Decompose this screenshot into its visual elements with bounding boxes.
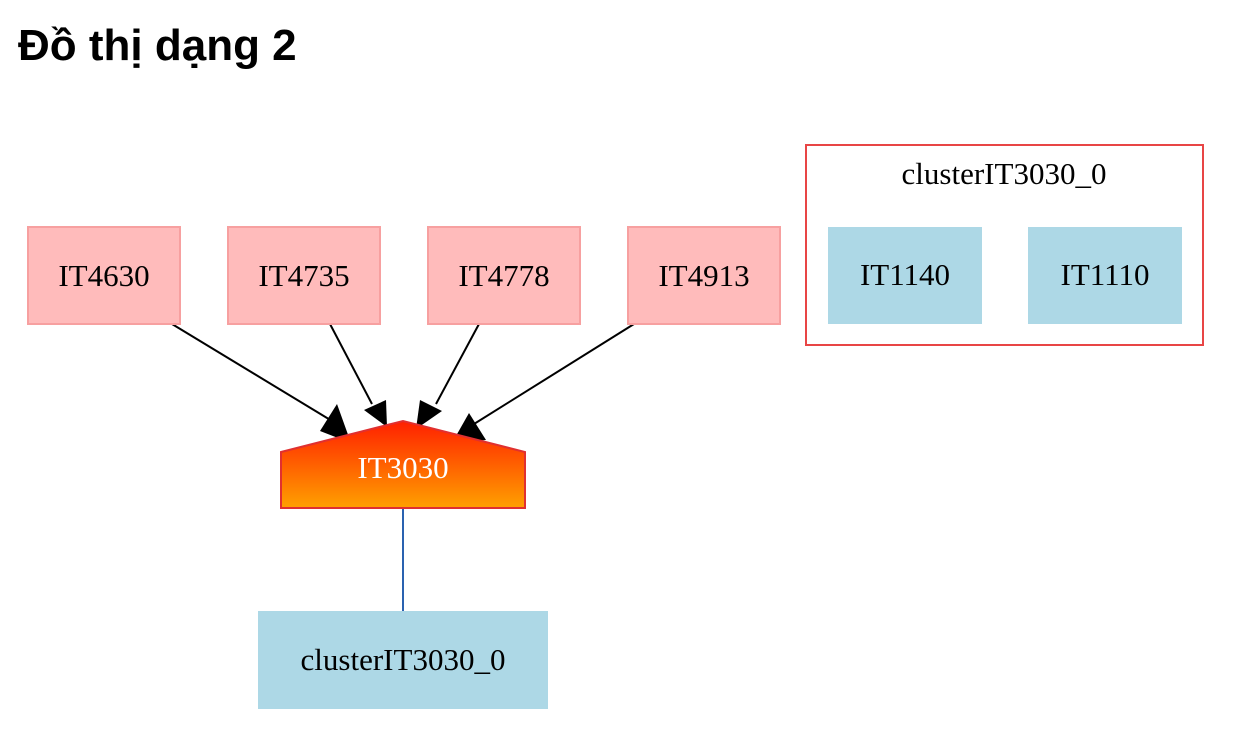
node-it1140[interactable]: IT1140	[828, 227, 982, 324]
node-it1110-label: IT1110	[1061, 257, 1150, 292]
cluster-frame	[805, 144, 1204, 346]
node-it3030-shape	[280, 419, 526, 509]
node-it4778-label: IT4778	[458, 258, 549, 293]
edge-it4913-it3030	[473, 323, 635, 425]
arrowhead-it4778	[416, 400, 442, 429]
arrowhead-it4630	[320, 404, 351, 443]
edge-it4778-it3030	[435, 323, 480, 405]
edges-layer	[171, 323, 635, 611]
node-it4778[interactable]: IT4778	[427, 226, 581, 325]
node-cluster-link-label: clusterIT3030_0	[301, 642, 506, 677]
node-it4913-label: IT4913	[658, 258, 749, 293]
node-it1140-label: IT1140	[860, 257, 950, 292]
node-it4913-box	[627, 226, 781, 325]
node-it4735[interactable]: IT4735	[227, 226, 381, 325]
node-it4913[interactable]: IT4913	[627, 226, 781, 325]
node-cluster-link[interactable]: clusterIT3030_0	[258, 611, 548, 709]
cluster-group: clusterIT3030_0 IT1140 IT1110	[805, 144, 1204, 346]
node-it4630-label: IT4630	[58, 258, 149, 293]
prerequisite-nodes: IT4630 IT4735 IT4778 IT4913	[27, 226, 781, 325]
edge-it4630-it3030	[171, 323, 333, 422]
node-it4778-box	[427, 226, 581, 325]
node-it4630[interactable]: IT4630	[27, 226, 181, 325]
node-it4735-box	[227, 226, 381, 325]
node-it1110-box	[1028, 227, 1182, 324]
node-it4735-label: IT4735	[258, 258, 349, 293]
arrowhead-it4735	[364, 400, 387, 427]
node-it3030[interactable]: IT3030	[280, 419, 526, 509]
edge-it4735-it3030	[329, 323, 373, 405]
page-title: Đồ thị dạng 2	[18, 21, 297, 70]
node-it1110[interactable]: IT1110	[1028, 227, 1182, 324]
node-it4630-box	[27, 226, 181, 325]
cluster-title: clusterIT3030_0	[902, 156, 1107, 191]
node-cluster-link-box	[258, 611, 548, 709]
node-it3030-label: IT3030	[357, 450, 448, 485]
node-it1140-box	[828, 227, 982, 324]
